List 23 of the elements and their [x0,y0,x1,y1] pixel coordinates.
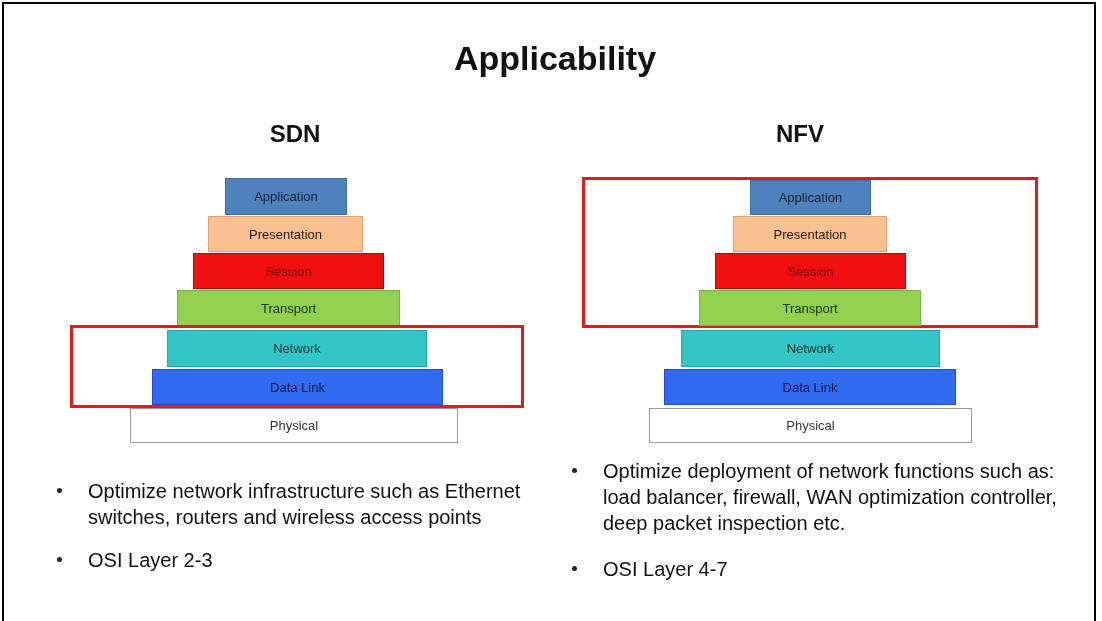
highlight-frame [70,325,524,408]
application-layer-bar: Application [750,180,871,215]
column-heading: NFV [775,119,825,149]
session-layer-bar: Session [193,253,384,289]
highlight-frame [582,177,1038,328]
data-link-layer-bar: Data Link [664,369,956,405]
network-layer-bar: Network [681,330,940,367]
bullet-text: Optimize network infrastructure such as Ethernet switches, routers and wireless access points [88,479,522,530]
session-layer-bar: Session [715,253,906,289]
presentation-layer-bar: Presentation [208,216,363,252]
bullet-text: OSI Layer 4-7 [603,557,729,582]
presentation-layer-bar: Presentation [733,216,887,252]
physical-layer-bar: Physical [649,408,972,443]
column-heading: SDN [268,119,322,149]
transport-layer-bar: Transport [177,290,400,326]
application-layer-bar: Application [225,178,347,215]
slide-title: Applicability [452,38,658,79]
physical-layer-bar: Physical [130,408,458,443]
bullet-text: Optimize deployment of network functions such as: load balancer, firewall, WAN optimization controller, deep packet inspection etc. [603,459,1058,536]
network-layer-bar: Network [167,330,427,367]
transport-layer-bar: Transport [699,290,921,326]
bullet-text: OSI Layer 2-3 [88,548,214,573]
data-link-layer-bar: Data Link [152,369,443,405]
